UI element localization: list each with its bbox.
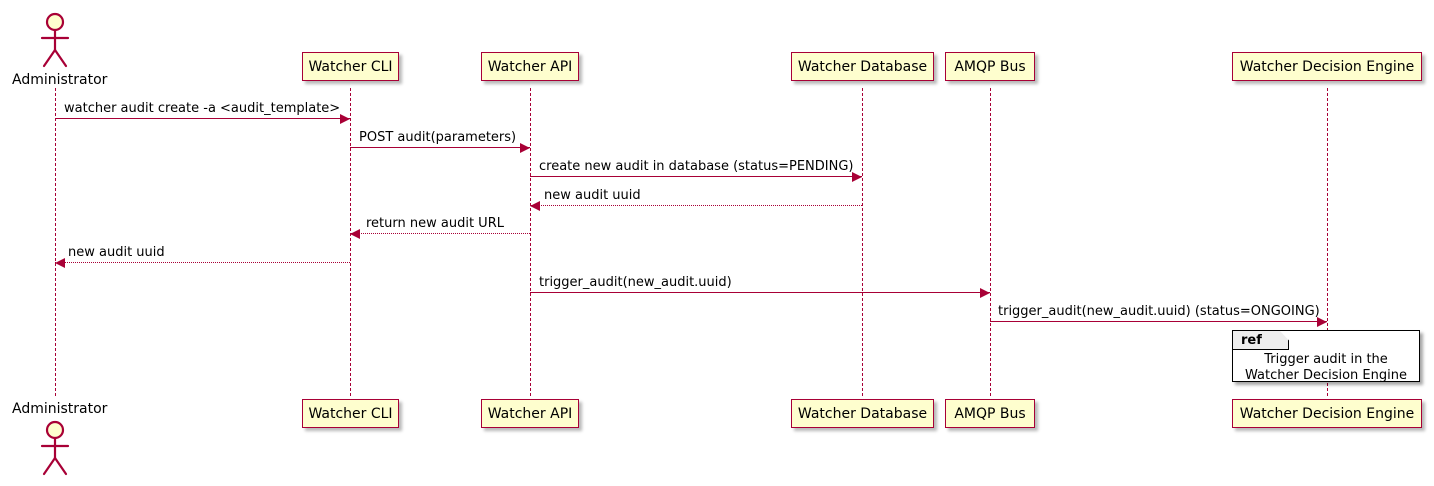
message-8-line: [990, 321, 1327, 322]
message-5-label: return new audit URL: [366, 216, 504, 231]
message-4-arrowhead: [530, 200, 540, 211]
message-6-line: [55, 262, 350, 263]
ref-fragment-line-1: Trigger audit in the: [1264, 352, 1388, 367]
actor-administrator-figure: [38, 12, 72, 68]
participant-database[interactable]: Watcher Database: [791, 52, 934, 81]
message-8-label: trigger_audit(new_audit.uuid) (status=ON…: [998, 304, 1320, 319]
participant-amqp-label-bottom: AMQP Bus: [954, 405, 1026, 422]
message-3-arrowhead: [852, 171, 862, 182]
message-6-arrowhead: [55, 257, 65, 268]
message-1-arrowhead: [340, 113, 350, 124]
message-2-arrowhead: [520, 142, 530, 153]
message-7-arrowhead: [980, 287, 990, 298]
participant-amqp-bottom[interactable]: AMQP Bus: [945, 399, 1035, 428]
actor-administrator-figure: [38, 420, 72, 476]
message-4-line: [530, 205, 862, 206]
lifeline-amqp: [990, 88, 991, 396]
participant-cli-bottom[interactable]: Watcher CLI: [302, 399, 399, 428]
message-7-label: trigger_audit(new_audit.uuid): [539, 275, 732, 290]
message-3-label: create new audit in database (status=PEN…: [539, 159, 854, 174]
participant-database-label: Watcher Database: [797, 58, 928, 75]
participant-cli[interactable]: Watcher CLI: [302, 52, 399, 81]
participant-database-label-bottom: Watcher Database: [797, 405, 928, 422]
participant-api-label-bottom: Watcher API: [487, 405, 573, 422]
participant-cli-label-bottom: Watcher CLI: [308, 405, 393, 422]
participant-amqp-label: AMQP Bus: [954, 58, 1026, 75]
actor-administrator-label: Administrator: [12, 401, 108, 417]
message-5-arrowhead: [350, 228, 360, 239]
participant-engine-label: Watcher Decision Engine: [1239, 58, 1415, 75]
participant-engine-label-bottom: Watcher Decision Engine: [1239, 405, 1415, 422]
message-7-line: [530, 292, 990, 293]
participant-engine[interactable]: Watcher Decision Engine: [1232, 52, 1422, 81]
message-6-label: new audit uuid: [68, 245, 165, 260]
lifeline-api: [530, 88, 531, 396]
participant-api-bottom[interactable]: Watcher API: [481, 399, 579, 428]
message-8-arrowhead: [1317, 316, 1327, 327]
actor-administrator-label: Administrator: [12, 72, 108, 88]
message-5-line: [350, 233, 530, 234]
participant-database-bottom[interactable]: Watcher Database: [791, 399, 934, 428]
participant-engine-bottom[interactable]: Watcher Decision Engine: [1232, 399, 1422, 428]
participant-api-label: Watcher API: [487, 58, 573, 75]
ref-fragment-line-2: Watcher Decision Engine: [1245, 368, 1407, 383]
message-3-line: [530, 176, 862, 177]
lifeline-cli: [350, 88, 351, 396]
lifeline-administrator: [55, 88, 56, 396]
lifeline-engine: [1327, 88, 1328, 396]
participant-cli-label: Watcher CLI: [308, 58, 393, 75]
message-2-label: POST audit(parameters): [359, 130, 517, 145]
lifeline-database: [862, 88, 863, 396]
message-1-label: watcher audit create -a <audit_template>: [64, 101, 341, 116]
message-2-line: [350, 147, 530, 148]
message-4-label: new audit uuid: [544, 188, 641, 203]
ref-fragment-tab: ref: [1233, 331, 1289, 350]
message-1-line: [55, 118, 350, 119]
participant-amqp[interactable]: AMQP Bus: [945, 52, 1035, 81]
participant-api[interactable]: Watcher API: [481, 52, 579, 81]
